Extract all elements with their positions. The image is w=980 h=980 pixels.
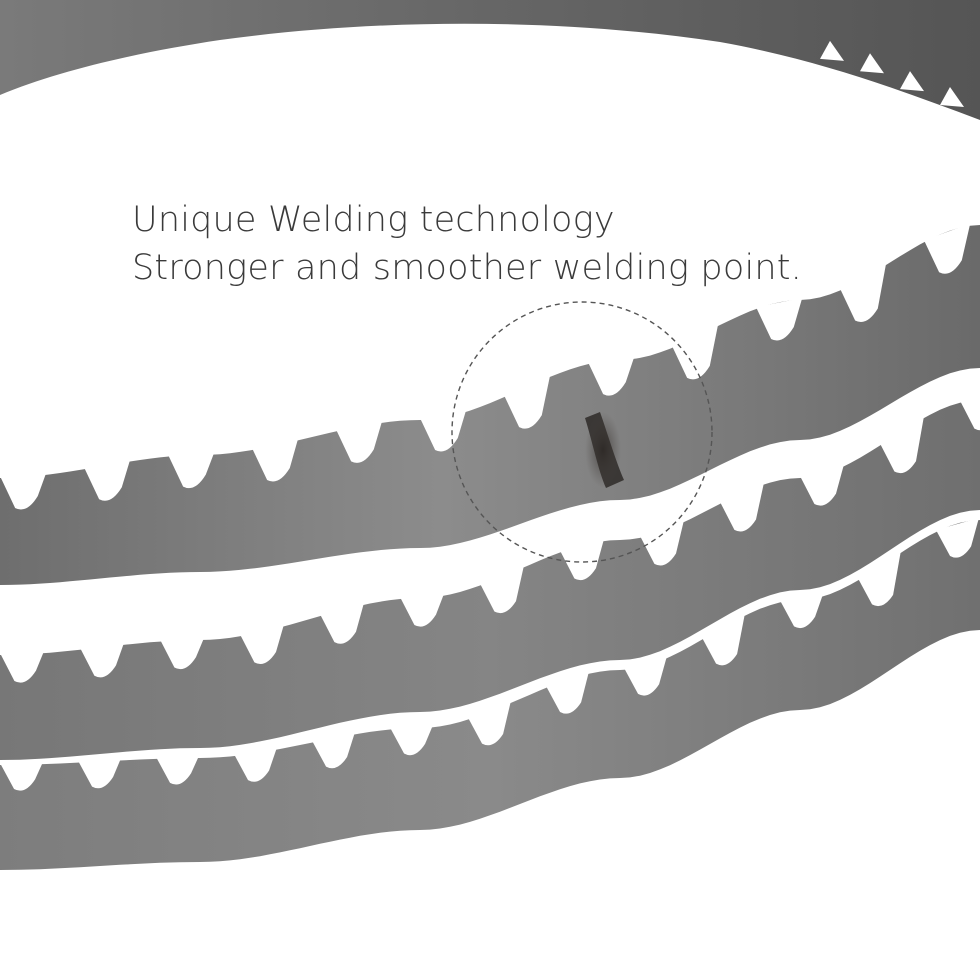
saw-tooth-gullet [780, 594, 823, 629]
caption: Unique Welding technology Stronger and s… [132, 196, 802, 292]
saw-tooth-gullet [320, 602, 364, 644]
saw-tooth-gullet [624, 656, 667, 696]
weld-highlight-circle [451, 301, 713, 563]
saw-tooth-gullet [252, 438, 299, 482]
saw-tooth-gullet [400, 593, 444, 627]
saw-tooth-gullet [924, 223, 971, 274]
saw-tooth-gullet [936, 518, 979, 558]
saw-tooth-gullet [420, 409, 467, 452]
saw-tooth-gullet [672, 323, 719, 380]
saw-tooth-gullet [234, 747, 277, 782]
blade-middle [0, 399, 980, 760]
saw-tooth-gullet [640, 520, 684, 566]
saw-tooth-gullet [468, 700, 511, 746]
caption-line-2: Stronger and smoother welding point. [132, 248, 803, 288]
saw-tooth-gullet [940, 87, 964, 108]
caption-line-1: Unique Welding technology [132, 200, 615, 240]
saw-tooth-gullet [84, 459, 131, 501]
saw-tooth-gullet [702, 613, 745, 666]
saw-tooth-gullet [156, 756, 199, 785]
saw-tooth-gullet [960, 399, 980, 431]
saw-tooth-gullet [168, 452, 215, 489]
blade-lower [0, 518, 980, 870]
saw-tooth-gullet [820, 40, 844, 61]
saw-tooth-gullet [78, 758, 121, 789]
saw-tooth-gullet [756, 297, 803, 341]
saw-tooth-gullet [840, 262, 887, 323]
saw-tooth-gullet [336, 420, 383, 463]
blade-main [0, 223, 980, 585]
saw-tooth-gullet [480, 565, 524, 614]
saw-tooth-gullet [80, 642, 124, 678]
saw-tooth-gullet [546, 671, 589, 714]
saw-tooth-gullet [504, 374, 551, 429]
saw-tooth-gullet [858, 550, 901, 607]
saw-tooth-gullet [0, 762, 43, 791]
saw-tooth-gullet [312, 732, 355, 769]
saw-tooth-gullet [860, 53, 884, 74]
saw-tooth-gullet [880, 415, 924, 474]
saw-tooth-gullet [720, 482, 764, 532]
saw-tooth-gullet [0, 651, 44, 683]
saw-tooth-gullet [160, 637, 204, 670]
saw-tooth-gullet [390, 725, 433, 756]
saw-tooth-gullet [240, 624, 284, 664]
saw-tooth-gullet [560, 539, 604, 581]
saw-tooth-gullet [800, 464, 844, 506]
blade-top [0, 0, 980, 120]
saw-tooth-gullet [588, 356, 635, 396]
weld-point [585, 412, 624, 488]
saw-tooth-gullet [0, 472, 47, 510]
saw-tooth-gullet [900, 71, 924, 92]
